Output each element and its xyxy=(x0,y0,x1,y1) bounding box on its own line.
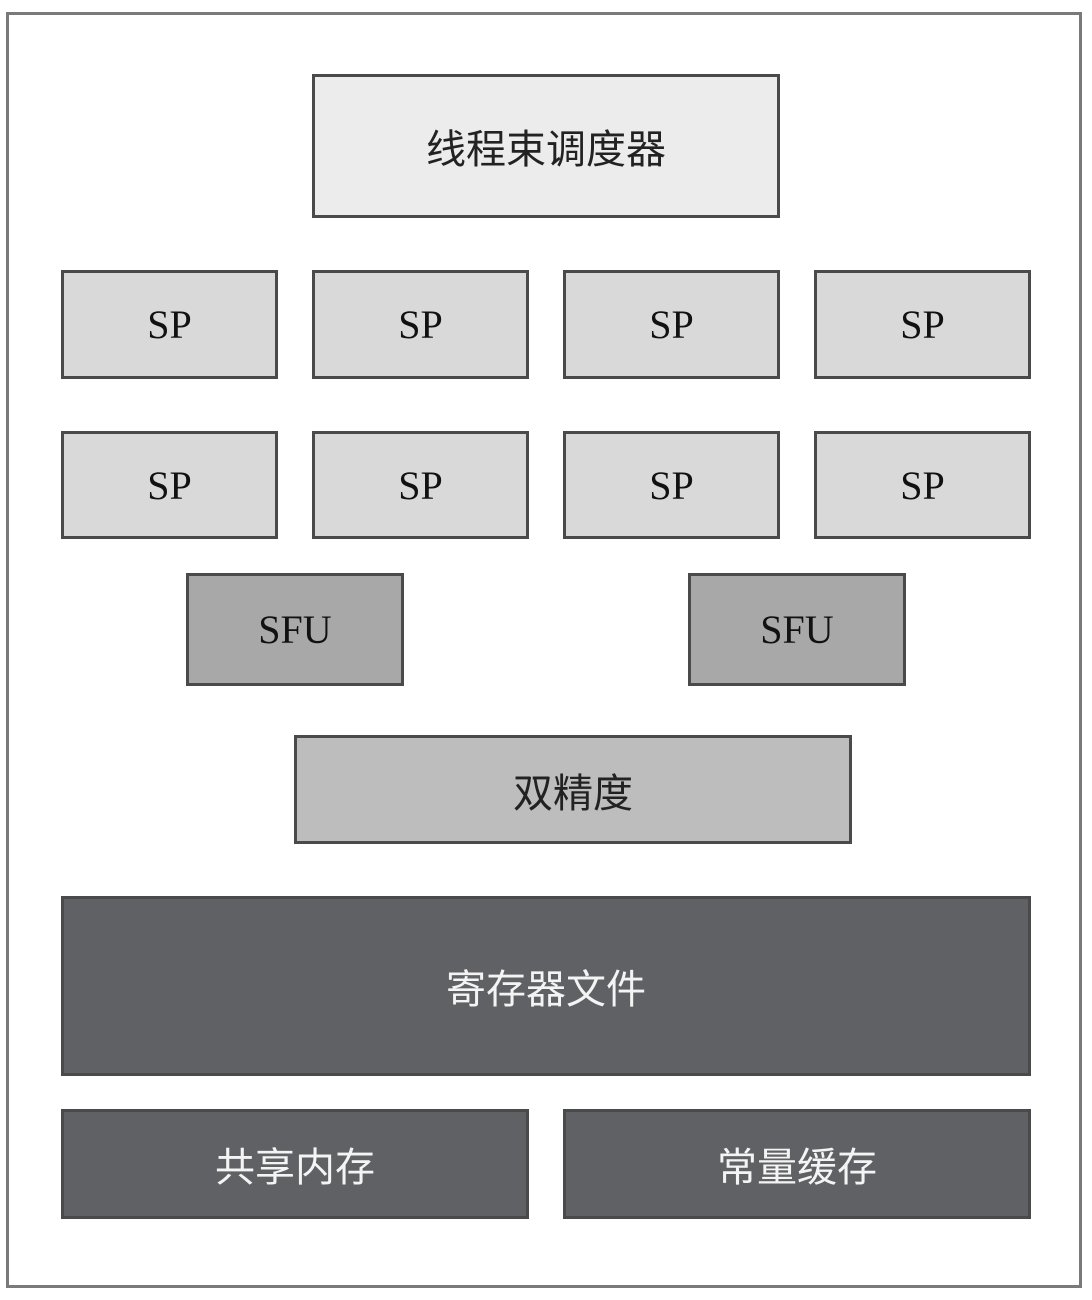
sp-unit: SP xyxy=(563,431,780,539)
warp-scheduler: 线程束调度器 xyxy=(312,74,780,218)
sp-unit: SP xyxy=(312,431,529,539)
sp-unit: SP xyxy=(814,270,1031,379)
sp-unit: SP xyxy=(312,270,529,379)
sp-unit: SP xyxy=(814,431,1031,539)
register-file: 寄存器文件 xyxy=(61,896,1031,1076)
shared-memory: 共享内存 xyxy=(61,1109,529,1219)
double-precision-unit: 双精度 xyxy=(294,735,852,844)
constant-cache: 常量缓存 xyxy=(563,1109,1031,1219)
sp-unit: SP xyxy=(563,270,780,379)
streaming-multiprocessor-frame xyxy=(6,12,1082,1288)
sp-unit: SP xyxy=(61,270,278,379)
sfu-unit: SFU xyxy=(688,573,906,686)
sfu-unit: SFU xyxy=(186,573,404,686)
sp-unit: SP xyxy=(61,431,278,539)
